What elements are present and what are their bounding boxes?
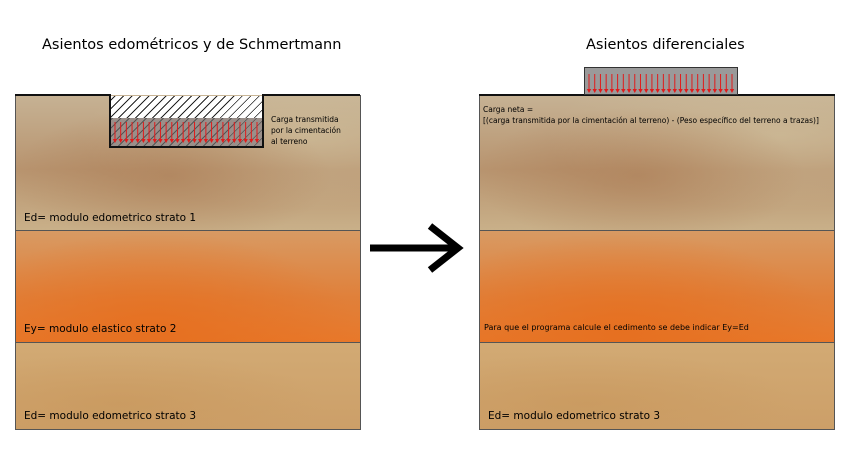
soil-profile-right: Ed= modulo edometrico strato 3 [479,95,835,430]
load-arrow-left-3 [129,122,135,143]
load-arrow-left-7 [152,122,157,143]
load-arrow-right-0 [586,74,592,93]
load-arrows-right [586,74,735,93]
load-arrow-left-11 [175,122,180,143]
right-arrow-icon [370,223,464,273]
load-label-line-2: por la cimentación [271,126,341,135]
net-load-formula: [(carga transmitida por la cimentación a… [483,116,819,125]
load-arrow-left-22 [237,122,243,143]
ground-surface-right [479,94,835,96]
load-arrow-right-11 [649,74,655,93]
load-arrow-right-25 [729,74,735,93]
load-arrow-left-10 [169,122,174,143]
load-arrow-right-24 [724,74,729,93]
load-arrow-right-22 [712,74,718,93]
load-arrow-right-20 [701,74,706,93]
load-arrow-left-18 [215,122,220,143]
load-arrow-left-8 [158,122,163,143]
load-label-line-3: al terreno [271,137,308,146]
load-arrow-right-19 [695,74,700,93]
net-load-label: Carga neta = [483,105,534,114]
load-arrow-right-14 [666,74,672,93]
load-label: Carga transmitida por la cimentación al … [271,114,341,147]
load-arrow-left-5 [141,122,146,143]
layer-3-label: Ed= modulo edometrico strato 3 [24,410,197,422]
load-arrow-right-3 [603,74,609,93]
load-arrows-left [112,122,260,143]
load-arrow-left-16 [203,122,209,143]
load-arrow-right-10 [644,74,649,93]
layer-3-label-right: Ed= modulo edometrico strato 3 [488,410,661,422]
ground-surface-left-a [15,94,111,96]
load-arrow-right-18 [689,74,695,93]
load-arrow-right-12 [655,74,660,93]
load-arrow-left-19 [220,122,226,143]
load-arrow-left-0 [112,122,118,143]
load-arrow-left-21 [232,122,237,143]
load-arrow-right-5 [615,74,620,93]
load-arrow-right-21 [706,74,712,93]
layer-1-label: Ed= modulo edometrico strato 1 [24,212,197,224]
load-arrow-right-17 [684,74,689,93]
load-arrow-right-2 [598,74,603,93]
soil-layer-2-right [480,231,834,343]
foundation-excavation [109,96,264,148]
load-arrow-left-12 [180,122,186,143]
load-arrow-left-24 [249,122,254,143]
load-arrow-left-4 [135,122,140,143]
foundation-load-zone [111,118,262,146]
surface-load-block [584,67,738,95]
load-arrow-right-9 [638,74,643,93]
load-arrow-left-6 [146,122,152,143]
load-arrow-left-20 [226,122,231,143]
load-arrow-right-7 [626,74,632,93]
load-arrow-right-8 [632,74,637,93]
load-arrow-left-15 [198,122,203,143]
right-title: Asientos diferenciales [586,37,745,53]
soil-layer-2: Ey= modulo elastico strato 2 [16,231,360,343]
soil-layer-3-right: Ed= modulo edometrico strato 3 [480,343,834,429]
load-label-line-1: Carga transmitida [271,115,339,124]
load-arrow-right-13 [661,74,666,93]
left-title: Asientos edométricos y de Schmertmann [42,37,342,53]
load-arrow-right-6 [621,74,626,93]
load-arrow-left-23 [243,122,248,143]
load-arrow-right-15 [672,74,677,93]
load-arrow-right-23 [718,74,723,93]
load-arrow-left-9 [163,122,169,143]
load-arrow-right-4 [609,74,615,93]
load-arrow-left-1 [118,122,123,143]
layer-2-label: Ey= modulo elastico strato 2 [24,323,177,335]
load-arrow-left-13 [186,122,192,143]
load-arrow-left-2 [124,122,129,143]
net-load-note: Carga neta = [(carga transmitida por la … [483,104,819,126]
load-arrow-left-17 [209,122,214,143]
load-arrow-right-16 [678,74,683,93]
load-arrow-right-1 [592,74,597,93]
load-arrow-left-25 [254,122,260,143]
load-arrow-left-14 [192,122,197,143]
soil-layer-3: Ed= modulo edometrico strato 3 [16,343,360,429]
ground-surface-left-b [262,94,360,96]
program-note: Para que el programa calcule el cediment… [484,323,749,332]
soil-layer-1-right [480,95,834,231]
